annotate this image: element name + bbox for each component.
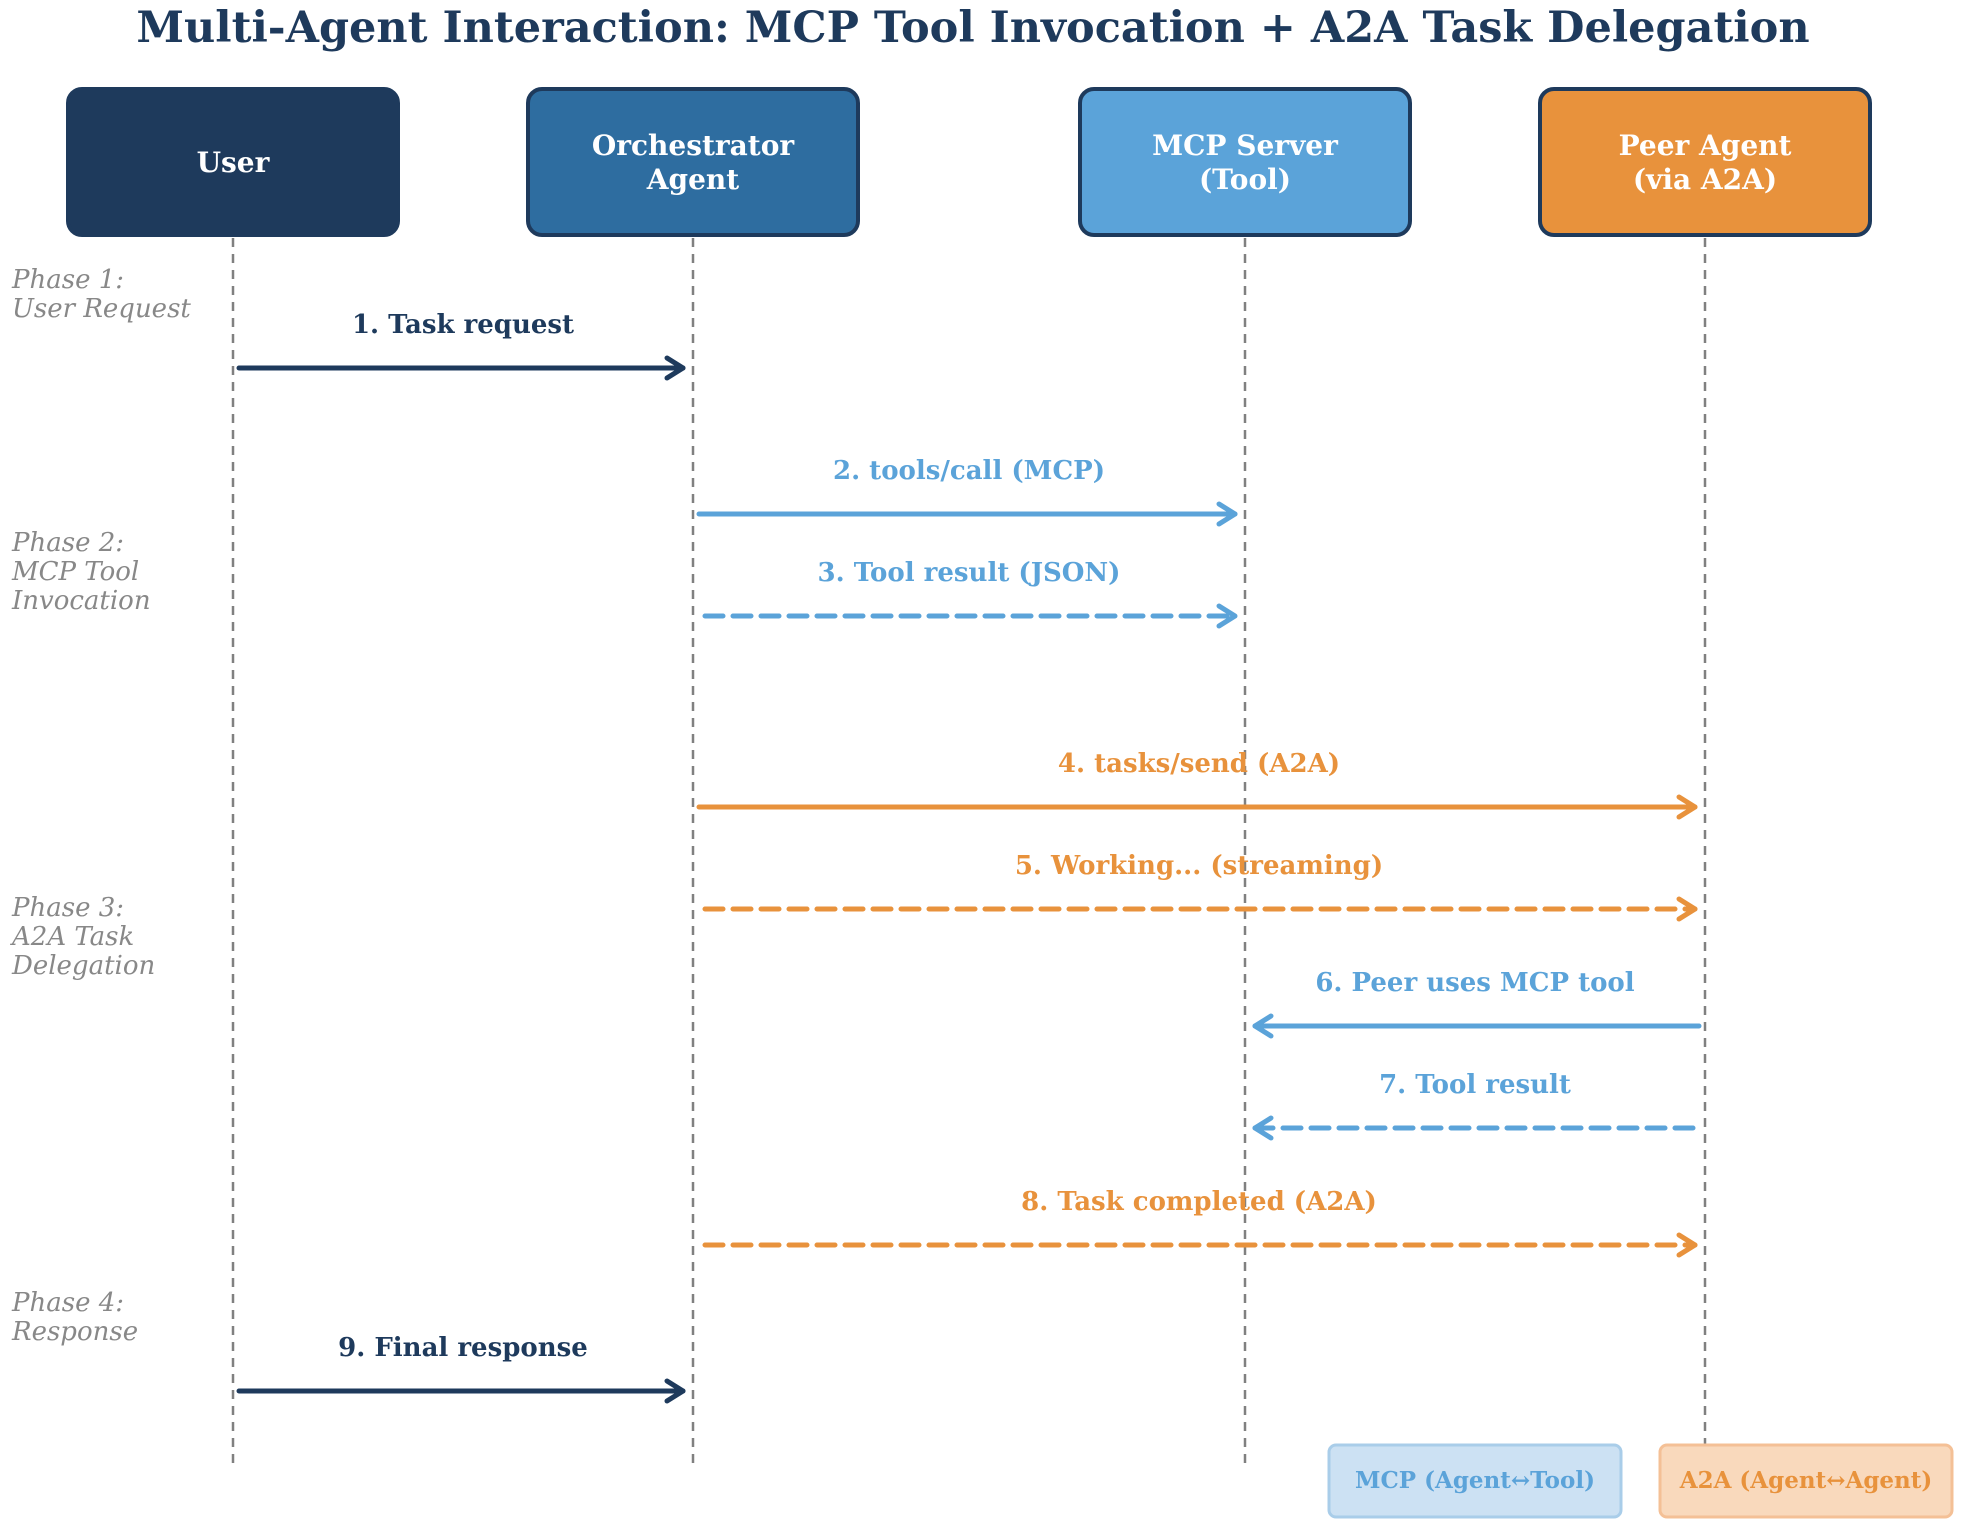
message-5: 5. Working... (streaming) [702,851,1698,922]
actor-box [1078,87,1412,237]
actor-box [66,87,400,237]
phase-label-1: Phase 1:User Request [11,265,191,324]
actor-label: Agent [646,163,739,196]
diagram-title: Multi-Agent Interaction: MCP Tool Invoca… [136,3,1809,53]
actor-user: User [66,87,400,237]
actor-label: User [197,146,271,179]
arrowhead [1676,794,1698,820]
phase-label-line: A2A Task [10,922,134,952]
actor-mcp: MCP Server(Tool) [1078,87,1412,237]
arrowhead [1216,501,1238,527]
message-9: 9. Final response [236,1333,686,1404]
actor-label: Orchestrator [592,129,796,162]
message-label: 9. Final response [338,1333,588,1363]
actor-label: (via A2A) [1633,163,1777,196]
legend: MCP (Agent↔Tool) A2A (Agent↔Agent) [1327,1443,1954,1519]
message-label: 8. Task completed (A2A) [1021,1187,1377,1217]
legend-label: MCP (Agent↔Tool) [1355,1467,1595,1494]
message-label: 1. Task request [352,310,574,340]
phase-label-line: Response [11,1317,138,1347]
arrowhead [1252,1115,1274,1141]
legend-item-mcp: MCP (Agent↔Tool) [1327,1443,1623,1519]
actor-label: Peer Agent [1619,129,1792,162]
message-2: 2. tools/call (MCP) [696,456,1238,527]
legend-swatch [1327,1443,1623,1519]
phase-label-line: Invocation [11,586,151,616]
phase-label-line: MCP Tool [11,557,139,587]
actor-label: (Tool) [1199,163,1291,196]
actor-peer: Peer Agent(via A2A) [1538,87,1872,237]
arrowhead [1676,896,1698,922]
message-3: 3. Tool result (JSON) [702,558,1238,629]
phase-label-line: Phase 3: [11,893,124,923]
arrowhead [1252,1013,1274,1039]
message-label: 3. Tool result (JSON) [818,558,1121,588]
lifelines [231,238,1707,1465]
phase-label-line: Phase 4: [11,1288,124,1318]
phase-label-4: Phase 4:Response [11,1288,138,1347]
actor-box [1538,87,1872,237]
message-7: 7. Tool result [1252,1070,1696,1141]
arrowhead [664,355,686,381]
message-1: 1. Task request [236,310,686,381]
phase-label-line: User Request [12,294,191,324]
message-label: 4. tasks/send (A2A) [1058,749,1340,779]
message-6: 6. Peer uses MCP tool [1252,968,1702,1039]
actor-label: MCP Server [1152,129,1339,162]
arrowhead [1216,603,1238,629]
phase-label-line: Delegation [11,951,155,981]
arrowhead [1676,1232,1698,1258]
phase-label-line: Phase 1: [11,265,124,295]
messages: 1. Task request 2. tools/call (MCP) 3. Too… [236,310,1702,1404]
arrowhead [664,1378,686,1404]
legend-label: A2A (Agent↔Agent) [1679,1467,1933,1494]
phase-label-line: Phase 2: [11,528,124,558]
message-label: 5. Working... (streaming) [1015,851,1383,881]
message-label: 2. tools/call (MCP) [833,456,1105,486]
message-4: 4. tasks/send (A2A) [696,749,1698,820]
message-label: 7. Tool result [1379,1070,1571,1100]
legend-item-a2a: A2A (Agent↔Agent) [1658,1443,1954,1519]
message-8: 8. Task completed (A2A) [702,1187,1698,1258]
actor-box [526,87,860,237]
message-label: 6. Peer uses MCP tool [1315,968,1634,998]
legend-swatch [1658,1443,1954,1519]
